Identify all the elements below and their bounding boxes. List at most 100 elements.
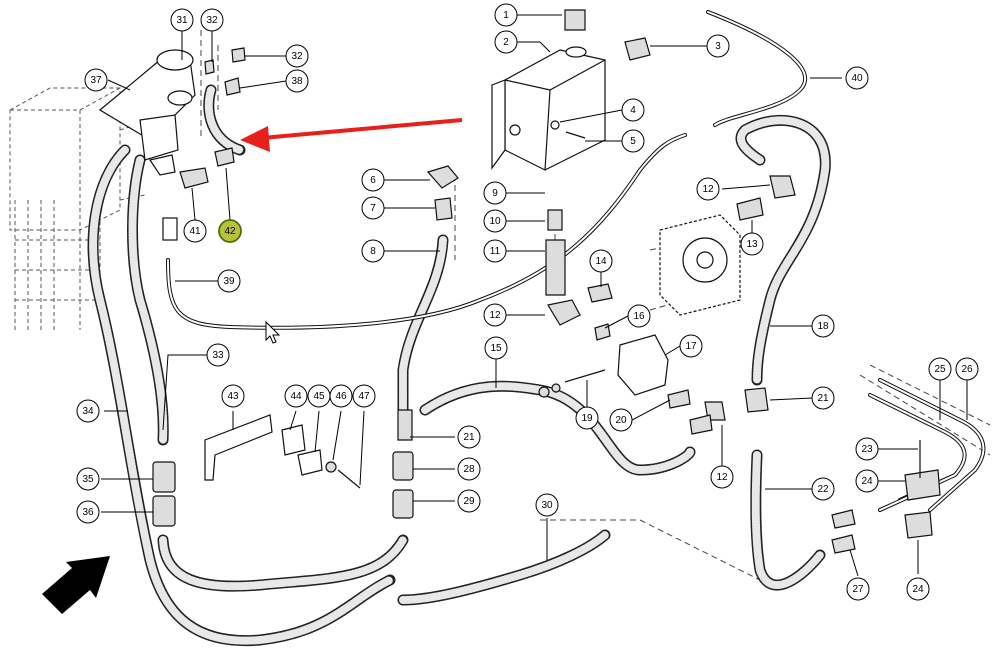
direction-arrow-icon — [42, 556, 110, 614]
callout-number: 1 — [503, 10, 509, 21]
callout-8: 8 — [361, 239, 385, 263]
callout-13: 13 — [740, 232, 764, 256]
callout-number: 44 — [290, 391, 302, 402]
callout-circle — [706, 34, 730, 58]
callout-circle — [855, 437, 879, 461]
nut-7 — [434, 197, 453, 221]
callout-number: 24 — [912, 584, 924, 595]
callout-circle — [906, 577, 930, 601]
coupler-29 — [392, 489, 414, 519]
elbow-6 — [426, 165, 459, 189]
callout-circle — [575, 406, 599, 430]
callout-number: 24 — [861, 476, 873, 487]
callout-circle — [494, 3, 518, 27]
callout-number: 9 — [492, 188, 498, 199]
pipe-group — [166, 10, 986, 512]
callout-number: 5 — [630, 136, 636, 147]
callout-circle — [811, 386, 835, 410]
callout-number: 21 — [463, 432, 475, 443]
callout-circle — [183, 219, 207, 243]
callout-32: 32 — [200, 8, 224, 32]
callout-circle — [76, 467, 100, 491]
coupler-36 — [152, 495, 176, 527]
callout-12: 12 — [710, 465, 734, 489]
callout-circle — [457, 489, 481, 513]
connector-39 — [162, 217, 178, 241]
callout-circle — [811, 477, 835, 501]
red-pointer-arrow-icon — [240, 118, 463, 152]
callout-circle — [200, 8, 224, 32]
callout-12: 12 — [483, 303, 507, 327]
callout-number: 12 — [702, 184, 714, 195]
callout-circle — [217, 269, 241, 293]
callout-24: 24 — [906, 577, 930, 601]
callout-circle — [621, 129, 645, 153]
callout-number: 13 — [746, 239, 758, 250]
hose-group — [87, 84, 831, 647]
callout-number: 3 — [715, 41, 721, 52]
callout-number: 7 — [370, 203, 376, 214]
callout-circle — [928, 357, 952, 381]
callout-number: 31 — [176, 15, 188, 26]
callout-circle — [535, 493, 559, 517]
callout-circle — [696, 177, 720, 201]
callout-circle — [845, 66, 869, 90]
callout-18: 18 — [811, 314, 835, 338]
callout-17: 17 — [679, 334, 703, 358]
callout-circle — [206, 343, 230, 367]
callout-number: 37 — [90, 75, 102, 86]
callout-31: 31 — [170, 8, 194, 32]
callout-circle — [483, 209, 507, 233]
callout-number: 40 — [851, 73, 863, 84]
plug-3 — [624, 37, 651, 61]
callout-number: 19 — [581, 413, 593, 424]
callout-20: 20 — [609, 408, 633, 432]
callout-number: 38 — [291, 76, 303, 87]
callout-14: 14 — [589, 249, 613, 273]
callout-circle — [285, 44, 309, 68]
callout-number: 46 — [335, 391, 347, 402]
callout-12: 12 — [696, 177, 720, 201]
callout-number: 34 — [82, 406, 94, 417]
callout-circle — [221, 384, 245, 408]
callout-26: 26 — [955, 357, 979, 381]
callout-39: 39 — [217, 269, 241, 293]
callout-circle — [352, 384, 376, 408]
callout-number: 4 — [630, 105, 636, 116]
callout-number: 35 — [82, 474, 94, 485]
callout-number: 43 — [227, 391, 239, 402]
mouse-cursor-icon — [265, 320, 281, 344]
callout-circle — [457, 457, 481, 481]
callout-34: 34 — [76, 399, 100, 423]
callout-number: 16 — [633, 311, 645, 322]
callout-number: 42 — [224, 226, 236, 237]
callout-21: 21 — [811, 386, 835, 410]
callout-circle — [457, 425, 481, 449]
callout-circle — [483, 181, 507, 205]
callout-19: 19 — [575, 406, 599, 430]
callout-22: 22 — [811, 477, 835, 501]
callout-circle — [483, 303, 507, 327]
cylinder-37 — [98, 49, 196, 176]
callout-number: 25 — [934, 364, 946, 375]
callout-43: 43 — [221, 384, 245, 408]
valve-17 — [617, 334, 669, 396]
callout-circle — [621, 98, 645, 122]
callout-46: 46 — [329, 384, 353, 408]
callout-number: 26 — [961, 364, 973, 375]
callout-circle — [284, 384, 308, 408]
callout-32: 32 — [285, 44, 309, 68]
callout-45: 45 — [307, 384, 331, 408]
callout-37: 37 — [84, 68, 108, 92]
callout-number: 11 — [490, 246, 501, 257]
callout-5: 5 — [621, 129, 645, 153]
coupler-35 — [152, 461, 176, 493]
callout-circle — [484, 336, 508, 360]
callout-circle — [76, 500, 100, 524]
callout-number: 12 — [716, 472, 728, 483]
callout-42: 42 — [218, 219, 242, 243]
callout-40: 40 — [845, 66, 869, 90]
callout-7: 7 — [361, 196, 385, 220]
callout-circle — [84, 68, 108, 92]
